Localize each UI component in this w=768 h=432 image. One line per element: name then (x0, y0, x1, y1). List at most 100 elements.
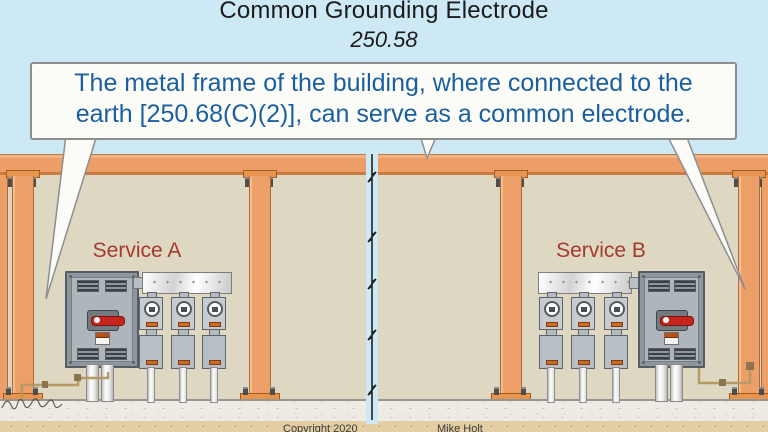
earth (0, 421, 768, 432)
anchor-bolt (243, 387, 248, 395)
vent-grille (674, 280, 696, 292)
label-tag (209, 360, 221, 365)
meter-stack (539, 292, 563, 403)
frame-clamp (746, 362, 754, 370)
vent-grille (77, 348, 99, 360)
anchor-bolt (732, 387, 737, 395)
meter-enclosure (571, 297, 595, 330)
anchor-bolt (494, 387, 499, 395)
screw (698, 275, 701, 278)
label-tag (578, 360, 590, 365)
meter-dial (609, 301, 625, 317)
screw (69, 275, 72, 278)
anchor-bolt (521, 387, 526, 395)
meter-enclosure (171, 297, 195, 330)
break-line (367, 154, 377, 420)
cap-bolt (734, 177, 739, 187)
panel-label (664, 332, 679, 345)
wire-fitting (74, 374, 81, 381)
meter-stack (571, 292, 595, 403)
meter-enclosure (604, 297, 628, 330)
cap-bolt (496, 177, 501, 187)
conduit (179, 367, 187, 403)
wall-edge-left (0, 154, 8, 399)
steel-column-1 (12, 176, 34, 394)
meter-enclosure (139, 297, 163, 330)
disconnect-enclosure (139, 335, 163, 369)
label-tag (178, 322, 190, 327)
author-credit: Mike Holt (437, 423, 483, 432)
meter-stack (202, 292, 226, 403)
anchor-bolt (759, 387, 764, 395)
cap-bolt (245, 177, 250, 187)
label-tag (578, 322, 590, 327)
vent-grille (674, 348, 696, 360)
callout-text-line1: The metal frame of the building, where c… (74, 69, 693, 97)
screw (698, 361, 701, 364)
meter-dial (544, 301, 560, 317)
label-tag (546, 360, 558, 365)
code-section-number: 250.58 (350, 27, 418, 52)
steel-column-4 (738, 176, 760, 394)
conduit (210, 367, 218, 403)
disconnect-handle (91, 316, 125, 326)
service-conduit (86, 364, 99, 402)
service-b-label: Service B (556, 239, 646, 262)
meter-enclosure (202, 297, 226, 330)
service-a-disconnect-panel (65, 271, 139, 368)
service-conduit (670, 364, 683, 402)
wire-fitting (719, 379, 726, 386)
steel-roof-beam (0, 154, 768, 175)
screw (642, 361, 645, 364)
copyright-text: Copyright 2020 (283, 423, 358, 432)
meter-stack (604, 292, 628, 403)
slide-title: Common Grounding Electrode (219, 0, 549, 24)
label-tag (611, 322, 623, 327)
anchor-bolt (6, 387, 11, 395)
disconnect-enclosure (202, 335, 226, 369)
service-a-label: Service A (92, 239, 182, 262)
anchor-bolt (270, 387, 275, 395)
callout-text-line2: earth [250.68(C)(2)], can serve as a com… (75, 100, 692, 128)
vent-grille (648, 348, 670, 360)
meter-dial (576, 301, 592, 317)
callout-box: The metal frame of the building, where c… (30, 62, 737, 140)
meter-dial (207, 301, 223, 317)
disconnect-enclosure (604, 335, 628, 369)
label-tag (146, 322, 158, 327)
service-a-wireway (142, 272, 232, 294)
label-tag (546, 322, 558, 327)
conduit (547, 367, 555, 403)
label-tag (611, 360, 623, 365)
vent-grille (105, 280, 127, 292)
ground-wire-service-a (20, 372, 110, 397)
disconnect-handle (660, 316, 694, 326)
cap-bolt (8, 177, 13, 187)
conduit (579, 367, 587, 403)
label-tag (209, 322, 221, 327)
disconnect-enclosure (171, 335, 195, 369)
meter-enclosure (539, 297, 563, 330)
handle-hub (663, 317, 669, 323)
wall-edge-right (761, 154, 768, 399)
conduit (612, 367, 620, 403)
conduit (147, 367, 155, 403)
screw (69, 361, 72, 364)
label-tag (178, 360, 190, 365)
panel-label (95, 332, 110, 345)
screw (132, 275, 135, 278)
service-conduit (655, 364, 668, 402)
meter-dial (176, 301, 192, 317)
steel-column-2 (249, 176, 271, 394)
vent-grille (77, 280, 99, 292)
vent-grille (648, 280, 670, 292)
service-conduit (101, 364, 114, 402)
label-tag (146, 360, 158, 365)
disconnect-enclosure (539, 335, 563, 369)
concrete-footing (0, 399, 768, 423)
wire-fitting (42, 381, 48, 388)
vent-grille (105, 348, 127, 360)
